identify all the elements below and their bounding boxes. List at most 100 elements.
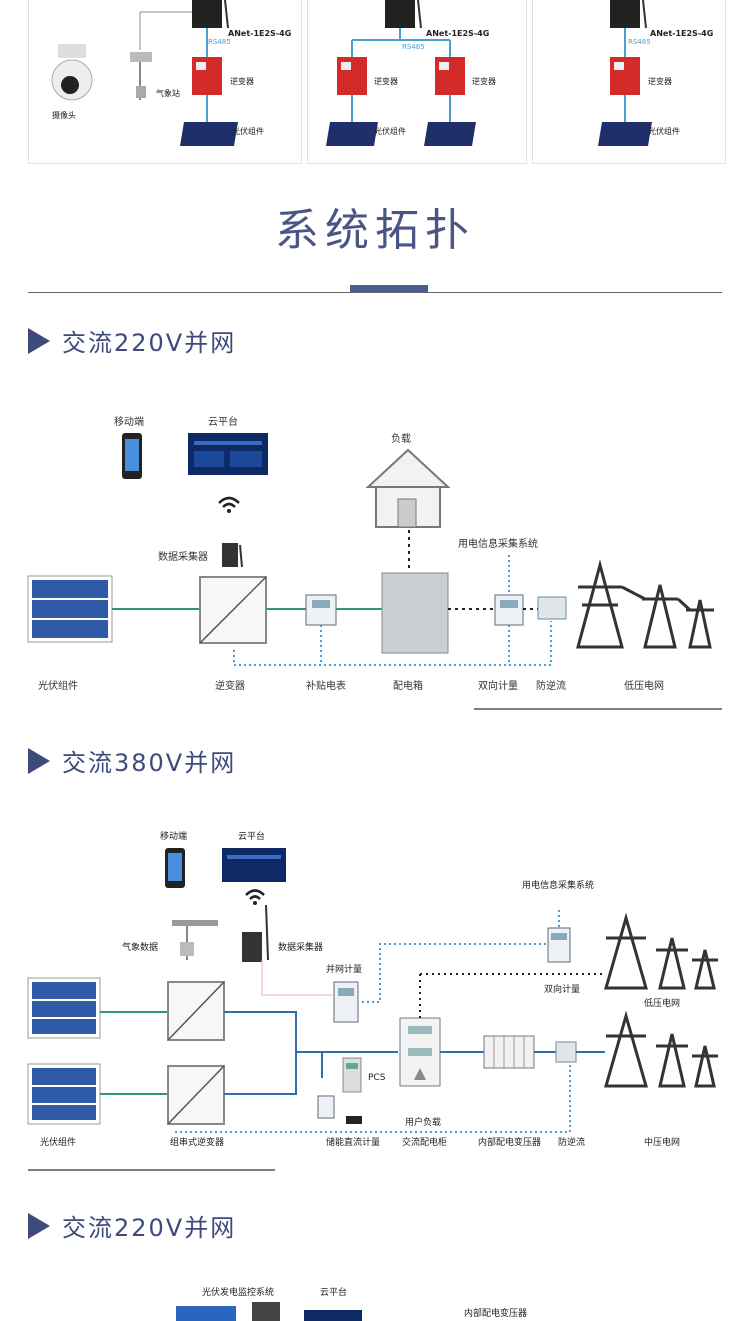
top-left-camera-label: 摄像头 bbox=[52, 111, 76, 120]
ac-distribution-cabinet bbox=[399, 1017, 441, 1087]
s1-info-system-label: 用电信息采集系统 bbox=[458, 539, 538, 550]
section3-diagram-partial bbox=[176, 1302, 362, 1321]
s2-ac-cabinet-label: 交流配电柜 bbox=[402, 1138, 448, 1148]
pcs-cabinet-icon bbox=[342, 1057, 362, 1093]
pv-panel-top-right bbox=[598, 122, 652, 146]
s1-load-label: 负载 bbox=[391, 434, 411, 445]
battery-icon bbox=[346, 1116, 362, 1124]
triangle-bullet-icon bbox=[28, 327, 50, 354]
page-title: 系统拓扑 bbox=[275, 205, 475, 256]
grid-meter-icon bbox=[333, 981, 359, 1023]
top-right-inverter-label: 逆变器 bbox=[648, 77, 672, 86]
s1-collector-label: 数据采集器 bbox=[158, 552, 208, 563]
top-middle-device-label: ANet-1E2S-4G bbox=[426, 29, 490, 38]
monitor-screen bbox=[176, 1306, 236, 1321]
wifi-icon bbox=[218, 496, 240, 513]
distribution-box-icon bbox=[381, 572, 449, 654]
s2-storage-meter-label: 储能直流计量 bbox=[326, 1138, 381, 1148]
weather-station-icon bbox=[130, 52, 152, 62]
subsidy-meter-icon bbox=[305, 594, 337, 626]
s2-pcs-label: PCS bbox=[368, 1073, 386, 1083]
s1-pv-label: 光伏组件 bbox=[38, 681, 78, 692]
gateway-device-right bbox=[610, 0, 640, 28]
pv-panel-top-middle-a bbox=[326, 122, 378, 146]
s1-cloud-label: 云平台 bbox=[208, 417, 238, 428]
s1-grid-label: 低压电网 bbox=[624, 681, 664, 692]
pv-array-icon-s1 bbox=[27, 575, 113, 643]
s1-distribution-box-label: 配电箱 bbox=[393, 681, 423, 692]
s2-string-inverter-label: 组串式逆变器 bbox=[170, 1138, 225, 1148]
section1-heading: 交流220V并网 bbox=[28, 323, 236, 358]
s3-cloud-label: 云平台 bbox=[320, 1288, 348, 1298]
triangle-bullet-icon bbox=[28, 1212, 50, 1239]
s1-anti-reverse-label: 防逆流 bbox=[536, 681, 566, 692]
top-left-bus-label: RS485 bbox=[208, 38, 231, 46]
s2-transformer-label: 内部配电变压器 bbox=[478, 1138, 542, 1148]
s1-mobile-label: 移动端 bbox=[114, 417, 144, 428]
s2-collector-label: 数据采集器 bbox=[278, 943, 324, 953]
transmission-tower-icon bbox=[604, 912, 718, 990]
gateway-device-middle bbox=[385, 0, 415, 28]
s1-inverter-label: 逆变器 bbox=[215, 681, 245, 692]
gateway-device-left bbox=[192, 0, 222, 28]
top-middle-pv-label: 光伏组件 bbox=[374, 127, 406, 136]
bidirectional-meter-icon bbox=[494, 594, 524, 626]
s2-info-system-label: 用电信息采集系统 bbox=[522, 881, 595, 891]
wifi-icon bbox=[245, 889, 265, 905]
top-right-device-label: ANet-1E2S-4G bbox=[650, 29, 714, 38]
top-left-inverter-label: 逆变器 bbox=[230, 77, 254, 86]
pv-array-icon-s2-bottom bbox=[27, 1063, 101, 1125]
s2-mobile-label: 移动端 bbox=[160, 832, 188, 842]
pv-panel-top-middle-b bbox=[424, 122, 476, 146]
title-accent-bar bbox=[350, 285, 428, 292]
section2-diagram bbox=[27, 848, 718, 1171]
section2-heading: 交流380V并网 bbox=[28, 743, 236, 778]
section1-title: 交流220V并网 bbox=[62, 329, 237, 357]
string-inverter-bottom bbox=[167, 1065, 225, 1125]
s2-bidirectional-label: 双向计量 bbox=[544, 985, 581, 995]
section2-title: 交流380V并网 bbox=[62, 749, 237, 777]
top-middle-bus-label: RS485 bbox=[402, 43, 425, 51]
pv-panel-top-left bbox=[180, 122, 238, 146]
s2-grid-meter-label: 并网计量 bbox=[326, 965, 363, 975]
top-middle-inverter-b-label: 逆变器 bbox=[472, 77, 496, 86]
transmission-tower-icon bbox=[576, 559, 714, 649]
cloud-platform-screen bbox=[222, 848, 286, 882]
title-rule bbox=[28, 292, 722, 293]
cloud-platform-screen bbox=[304, 1310, 362, 1321]
transmission-tower-icon bbox=[604, 1010, 718, 1088]
section3-title: 交流220V并网 bbox=[62, 1214, 237, 1242]
house-load-icon bbox=[365, 448, 451, 528]
top-left-pv-label: 光伏组件 bbox=[232, 127, 264, 136]
s2-user-load-label: 用户负载 bbox=[405, 1118, 442, 1128]
top-right-pv-label: 光伏组件 bbox=[648, 127, 680, 136]
s3-transformer-label: 内部配电变压器 bbox=[464, 1309, 528, 1319]
section1-diagram bbox=[27, 433, 722, 710]
internal-transformer-icon bbox=[483, 1035, 535, 1069]
s1-bidirectional-label: 双向计量 bbox=[478, 681, 518, 692]
top-right-bus-label: RS485 bbox=[628, 38, 651, 46]
s2-low-grid-label: 低压电网 bbox=[644, 999, 681, 1009]
top-left-device-label: ANet-1E2S-4G bbox=[228, 29, 292, 38]
s3-monitor-label: 光伏发电监控系统 bbox=[202, 1288, 275, 1298]
s1-subsidy-meter-label: 补贴电表 bbox=[306, 681, 346, 692]
s2-mid-grid-label: 中压电网 bbox=[644, 1138, 681, 1148]
s2-pv-label: 光伏组件 bbox=[40, 1138, 77, 1148]
string-inverter-top bbox=[167, 981, 225, 1041]
triangle-bullet-icon bbox=[28, 747, 50, 774]
server-rack-icon bbox=[252, 1302, 280, 1321]
s2-anti-reverse-label: 防逆流 bbox=[558, 1138, 586, 1148]
pv-array-icon-s2-top bbox=[27, 977, 101, 1039]
weather-station-icon bbox=[172, 920, 218, 960]
inverter-box-s1 bbox=[199, 576, 267, 644]
s2-weather-label: 气象数据 bbox=[122, 943, 159, 953]
anti-reverse-device-icon bbox=[537, 596, 567, 620]
s2-cloud-label: 云平台 bbox=[238, 832, 266, 842]
anti-reverse-device-icon bbox=[555, 1041, 577, 1063]
top-middle-inverter-a-label: 逆变器 bbox=[374, 77, 398, 86]
section3-heading: 交流220V并网 bbox=[28, 1208, 236, 1243]
info-system-meter-icon bbox=[547, 927, 571, 963]
top-left-weather-label: 气象站 bbox=[156, 89, 180, 98]
data-collector-device bbox=[242, 932, 262, 962]
storage-meter-icon bbox=[317, 1095, 335, 1119]
